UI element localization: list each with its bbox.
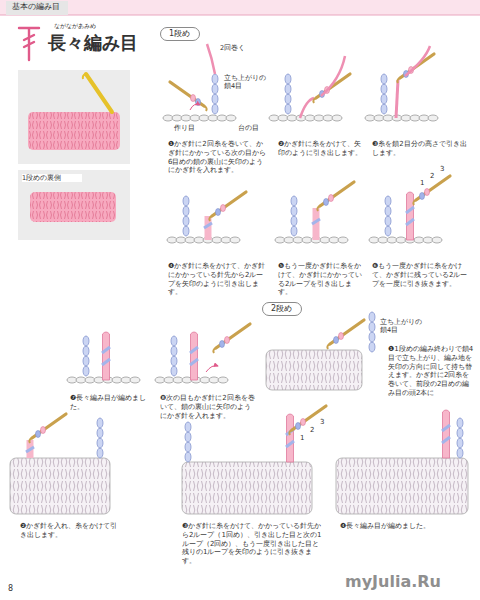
row-tab: 2段め — [262, 302, 302, 316]
step-illustration — [266, 312, 375, 390]
step-illustration — [275, 182, 354, 243]
step-illustration — [10, 414, 110, 514]
page-title: 長々編み目 — [48, 31, 138, 54]
header-band — [0, 0, 480, 15]
row-tab: 1段め — [160, 27, 200, 41]
step-caption: ❸かぎ針に糸をかけて、かかっている針先から2ループ（1回め）、引き出した目と次の… — [182, 522, 322, 566]
callout-number: 2 — [430, 172, 438, 181]
step-caption: ❷かぎ針を入れ、糸をかけて引き出します。 — [20, 522, 120, 540]
tab-text: 基本の編み目 — [12, 2, 62, 12]
step-illustration — [365, 46, 438, 121]
step-caption: ❷かぎ針に糸をかけて、矢印のように引き出します。 — [278, 140, 362, 158]
part-label: 立ち上がりの鎖4目 — [224, 74, 268, 90]
step-illustration — [155, 324, 250, 383]
page-number: 8 — [8, 584, 28, 594]
step-illustration — [182, 406, 326, 514]
callout-number: 3 — [320, 418, 328, 427]
step-illustration — [269, 56, 350, 121]
step-illustration — [336, 410, 468, 514]
part-label: 2回巻く — [220, 44, 264, 52]
callout-number: 2 — [310, 426, 318, 435]
photo-label: 1段めの裏側 — [22, 174, 82, 182]
step-caption: ❻もう一度かぎ針に糸をかけて、かぎ針に残っている2ループを一度に引き抜きます。 — [372, 262, 472, 288]
callout-number: 1 — [300, 434, 308, 443]
part-label: 台の目 — [238, 124, 268, 132]
section-band: 基本の編み目 — [6, 1, 68, 15]
step-caption: ❹長々編み目が編めました。 — [340, 522, 450, 531]
step-caption: ❶かぎ針に2回糸を巻いて、かぎ針にかかっている次の目から6目めの鎖の裏山に矢印の… — [168, 140, 268, 175]
part-label: 立ち上がりの鎖4目 — [380, 318, 424, 334]
tab-text: 1段め — [169, 29, 191, 39]
step-illustration — [67, 332, 140, 383]
header-rule — [0, 15, 480, 16]
step-caption: ❺もう一度かぎ針に糸をかけて、かぎ針にかかっている2ループを引き出します。 — [278, 262, 366, 297]
reading-ruby: ながながあみめ — [54, 22, 134, 30]
step-caption: ❽次の目もかぎ針に2回糸を巻いて、鎖の裏山に矢印のようにかぎ針を入れます。 — [160, 394, 255, 420]
step-caption: ❶1段めの編み終わりで鎖4目で立ち上がり、編み地を矢印の方向に回して持ち替えます… — [388, 345, 474, 398]
tab-text: 2段め — [271, 304, 293, 314]
step-caption: ❼長々編み目が編めました。 — [70, 394, 150, 412]
watermark: myJulia.Ru — [345, 572, 475, 592]
callout-number: 1 — [420, 179, 428, 188]
step-caption: ❸糸を鎖2目分の高さで引き出します。 — [372, 140, 470, 158]
step-caption: ❹かぎ針に糸をかけて、かぎ針にかかっている針先から2ループを矢印のように引き出し… — [168, 262, 268, 297]
step-illustration — [369, 176, 450, 243]
step-illustration — [167, 192, 246, 243]
stitch-symbol — [19, 28, 39, 60]
photo — [18, 70, 130, 240]
callout-number: 3 — [440, 165, 448, 174]
part-label: 作り目 — [174, 124, 204, 132]
